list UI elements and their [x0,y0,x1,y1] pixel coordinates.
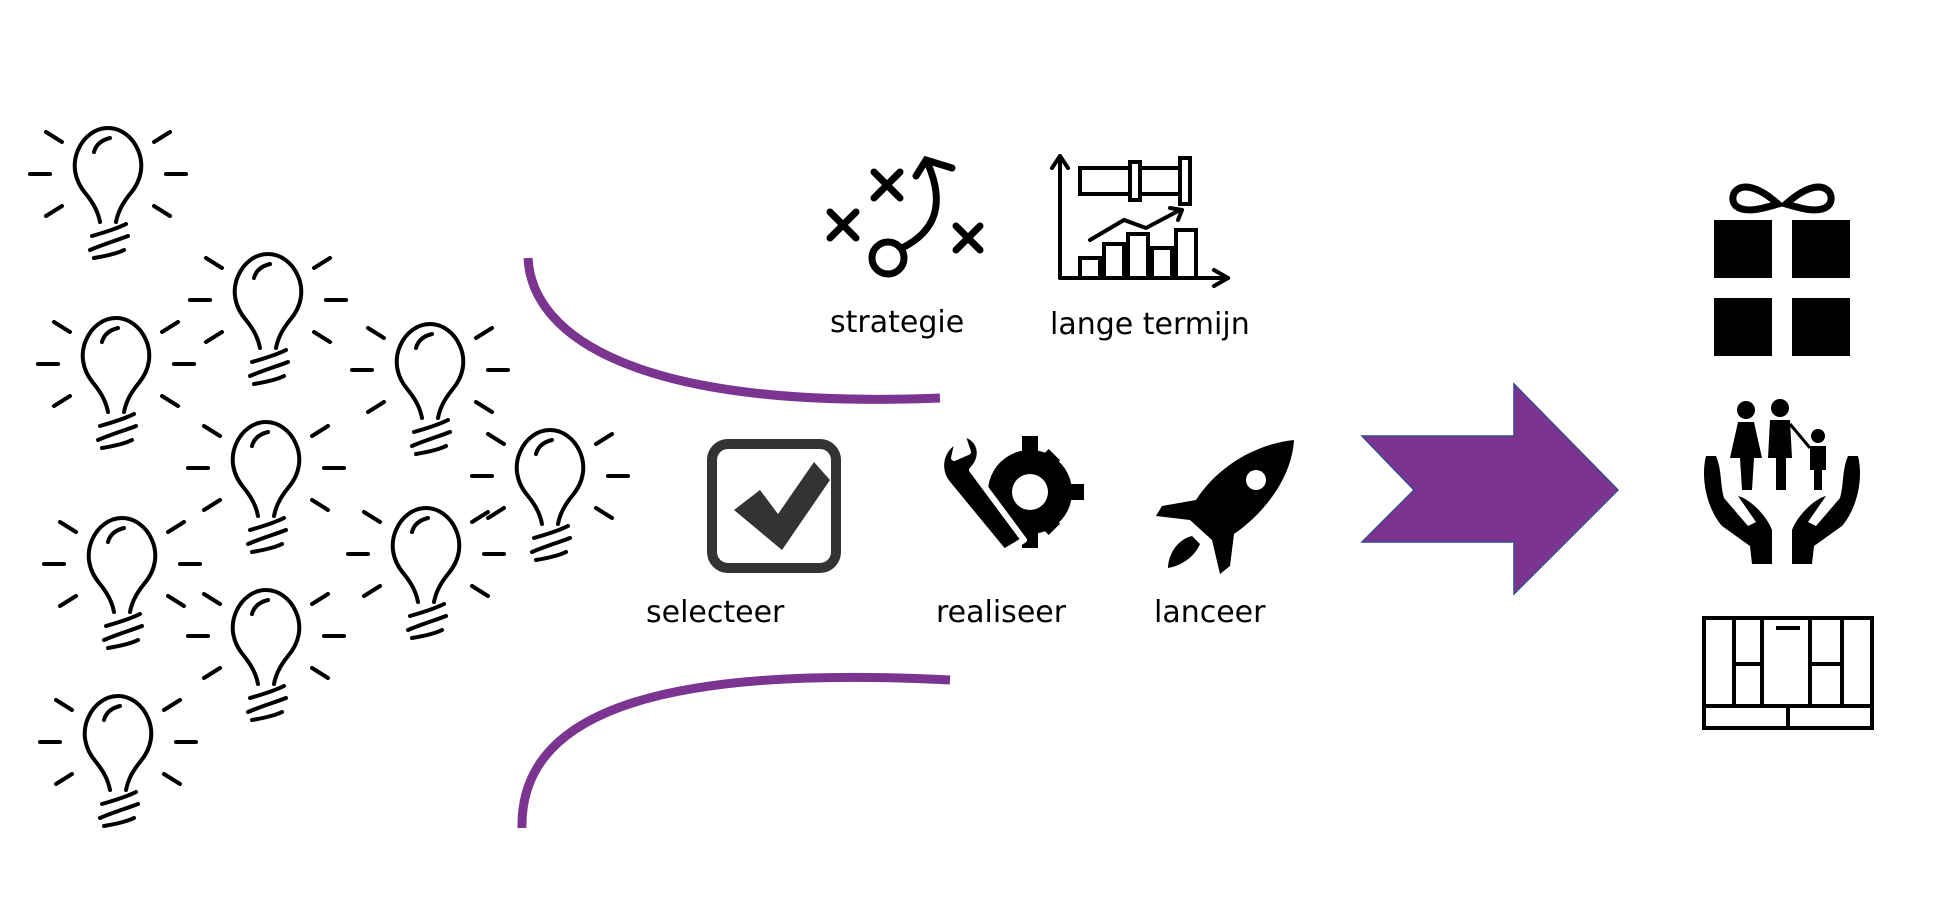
strategy-play-icon [826,155,984,278]
lightbulb-icon [186,588,346,722]
strategy-label: strategie [830,305,965,340]
family-care-icon [1703,399,1861,564]
lightbulb-icon [346,506,506,640]
big-arrow-icon [1360,382,1620,596]
wrench-gear-icon [938,431,1084,555]
lightbulb-icon [470,428,630,562]
checkbox-checked-icon [707,439,841,573]
lightbulb-icon [186,420,346,554]
lightbulb-icon [188,252,348,386]
funnel-upper-curve [523,257,941,404]
lightbulb-icon [36,316,196,450]
lightbulb-icon [28,126,188,260]
long-term-label: lange termijn [1050,307,1250,342]
ideas-cluster [28,126,630,828]
rocket-icon [1156,440,1294,574]
lightbulb-icon [38,694,198,828]
canvas-grid-icon [1702,616,1874,730]
funnel-lower-curve [517,672,951,829]
lightbulb-icon [350,322,510,456]
gift-icon [1714,183,1850,356]
lightbulb-icon [42,516,202,650]
realize-label: realiseer [936,595,1067,630]
select-label: selecteer [646,595,785,630]
binoculars-chart-icon [1050,154,1230,288]
launch-label: lanceer [1154,595,1266,630]
